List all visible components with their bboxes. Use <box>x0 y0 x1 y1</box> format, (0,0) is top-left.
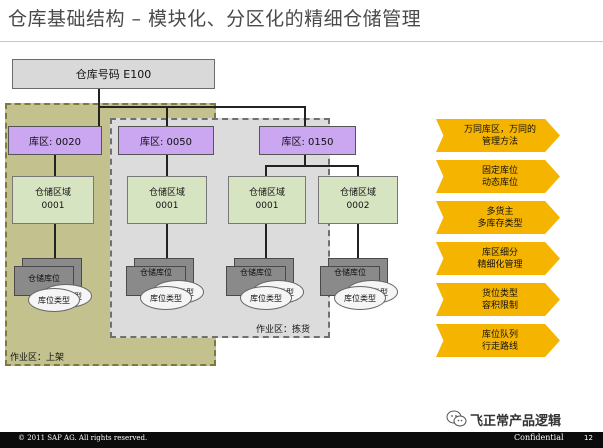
bin-stack: 仓储库位 库位类型 库位类型 <box>14 258 92 312</box>
feature-line: 动态库位 <box>481 177 518 188</box>
feature-line: 库区细分 <box>481 247 518 258</box>
feature-line: 多货主 <box>486 206 514 217</box>
feature-chevron[interactable]: 货位类型 容积限制 <box>436 283 560 316</box>
watermark-text: 飞正常产品逻辑 <box>470 414 562 429</box>
connector <box>98 106 306 108</box>
feature-line: 货位类型 <box>481 288 518 299</box>
connector <box>357 165 359 176</box>
storage-area-code: 0001 <box>255 201 279 211</box>
footer-bar <box>0 432 603 448</box>
connector <box>166 155 168 176</box>
warehouse-label: 仓库号码 E100 <box>75 68 152 81</box>
feature-line: 行走路线 <box>481 341 518 352</box>
feature-line: 万同库区，万同的 <box>463 124 536 135</box>
storage-type-0050[interactable]: 库区: 0050 <box>118 126 214 155</box>
bin-label: 仓储库位 <box>140 268 172 277</box>
storage-type-label: 库区: 0150 <box>281 137 334 148</box>
bin-label: 仓储库位 <box>28 274 60 283</box>
storage-area[interactable]: 仓储区域 0002 <box>318 176 398 224</box>
bin-label: 仓储库位 <box>334 268 366 277</box>
bin-type-ellipse: 库位类型 <box>334 286 386 310</box>
connector <box>304 106 306 126</box>
storage-type-label: 库区: 0020 <box>29 137 81 148</box>
connector <box>265 224 267 260</box>
feature-line: 精细化管理 <box>477 259 523 270</box>
put-zone-label: 作业区：拣货 <box>256 325 311 335</box>
bin-type-ellipse: 库位类型 <box>140 286 192 310</box>
storage-area-title: 仓储区域 <box>34 188 71 198</box>
storage-type-label: 库区: 0050 <box>140 137 192 148</box>
footer-confidential: Confidential <box>514 433 564 442</box>
bin-type-label: 库位类型 <box>250 293 282 303</box>
bin-stack: 仓储库位 库位类型 库位类型 <box>320 258 398 310</box>
feature-chevron[interactable]: 万同库区，万同的 管理方法 <box>436 119 560 152</box>
connector <box>166 224 168 260</box>
connector <box>54 224 56 260</box>
bin-label: 仓储库位 <box>240 268 272 277</box>
bin-type-ellipse: 库位类型 <box>28 288 80 312</box>
bin-type-label: 库位类型 <box>38 295 70 305</box>
pick-zone-label: 作业区：上架 <box>10 353 65 363</box>
feature-line: 多库存类型 <box>477 218 523 229</box>
bin-stack: 仓储库位 库位类型 库位类型 <box>226 258 304 310</box>
page-title: 仓库基础结构 – 模块化、分区化的精细仓储管理 <box>8 8 422 30</box>
connector <box>54 155 56 176</box>
bin-type-label: 库位类型 <box>150 293 182 303</box>
storage-area[interactable]: 仓储区域 0001 <box>12 176 94 224</box>
feature-chevron[interactable]: 固定库位 动态库位 <box>436 160 560 193</box>
page-number: 12 <box>584 434 593 442</box>
feature-chevron[interactable]: 库位队列 行走路线 <box>436 324 560 357</box>
connector <box>265 165 267 176</box>
storage-area-title: 仓储区域 <box>339 188 376 198</box>
wechat-icon <box>446 410 467 427</box>
feature-chevron[interactable]: 多货主 多库存类型 <box>436 201 560 234</box>
feature-line: 管理方法 <box>481 136 518 147</box>
connector <box>304 155 306 166</box>
warehouse-box[interactable]: 仓库号码 E100 <box>12 59 215 89</box>
feature-line: 固定库位 <box>481 165 518 176</box>
connector <box>357 224 359 260</box>
bin-type-label: 库位类型 <box>344 293 376 303</box>
feature-line: 容积限制 <box>481 300 518 311</box>
storage-area[interactable]: 仓储区域 0001 <box>228 176 306 224</box>
connector <box>166 106 168 126</box>
connector <box>265 165 359 167</box>
title-divider <box>0 41 603 42</box>
storage-area-code: 0001 <box>41 201 65 211</box>
storage-area-code: 0001 <box>155 201 179 211</box>
storage-area-title: 仓储区域 <box>148 188 185 198</box>
connector <box>98 106 100 126</box>
bin-type-ellipse: 库位类型 <box>240 286 292 310</box>
connector <box>98 89 100 115</box>
storage-area[interactable]: 仓储区域 0001 <box>127 176 207 224</box>
footer-copyright: © 2011 SAP AG. All rights reserved. <box>18 434 148 442</box>
storage-type-0150[interactable]: 库区: 0150 <box>259 126 356 155</box>
storage-area-code: 0002 <box>346 201 370 211</box>
bin-stack: 仓储库位 库位类型 库位类型 <box>126 258 204 310</box>
storage-type-0020[interactable]: 库区: 0020 <box>8 126 102 155</box>
feature-chevron[interactable]: 库区细分 精细化管理 <box>436 242 560 275</box>
storage-area-title: 仓储区域 <box>248 188 285 198</box>
feature-line: 库位队列 <box>481 329 518 340</box>
